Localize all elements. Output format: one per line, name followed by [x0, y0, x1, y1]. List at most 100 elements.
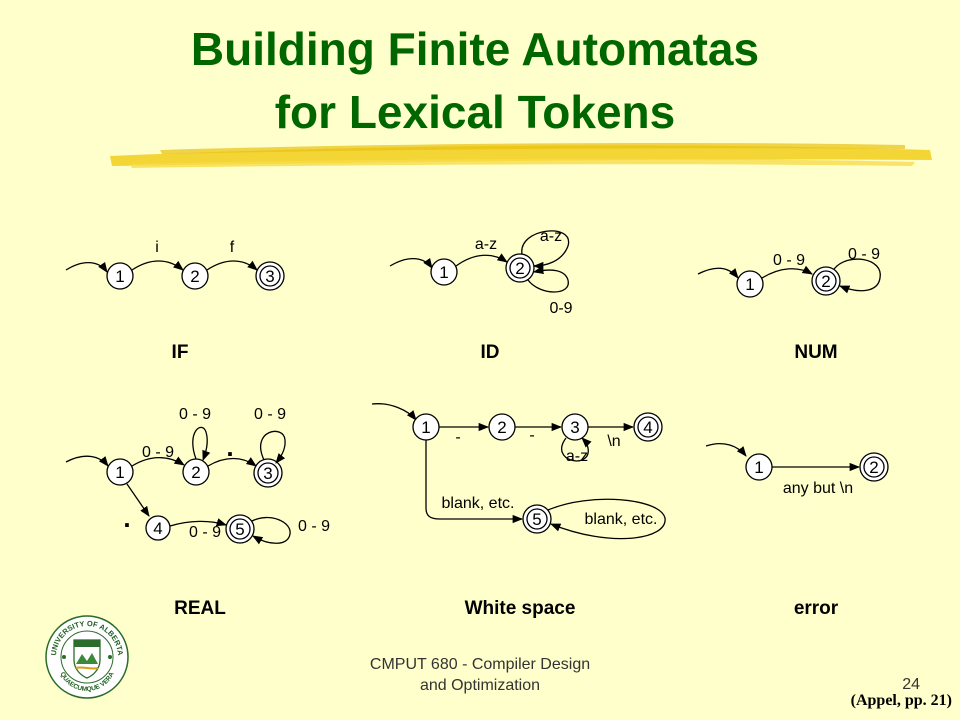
transition-label: 0 - 9 — [254, 406, 286, 423]
self-loop — [561, 437, 592, 462]
automaton-caption: IF — [172, 342, 189, 363]
start-arrow — [65, 261, 108, 273]
self-loop — [251, 516, 291, 545]
automaton-real: 1 2 3 4 5 0 - 9 0 - 9 . 0 - 9 . 0 - 9 0 … — [65, 406, 330, 619]
transition-edge — [126, 483, 150, 517]
automaton-if: 1 2 3 i f IF — [65, 239, 285, 363]
state-label: 2 — [191, 463, 200, 482]
accepting-state-ring — [863, 456, 885, 478]
transition-label: - — [455, 429, 460, 446]
automaton-error: 1 2 any but \n error — [705, 442, 889, 619]
transition-label: 0 - 9 — [298, 518, 330, 535]
state-label: 3 — [263, 464, 272, 483]
state-label: 1 — [439, 263, 448, 282]
transition-label: a-z — [540, 228, 562, 245]
state-label: 4 — [153, 519, 162, 538]
transition-edge — [131, 456, 185, 467]
self-loop — [521, 230, 570, 271]
transition-label: 0 - 9 — [142, 444, 174, 461]
state-label: 1 — [115, 267, 124, 286]
automaton-caption: NUM — [794, 342, 837, 363]
self-loop — [547, 498, 666, 540]
transition-edge — [169, 518, 227, 527]
automaton-caption: REAL — [174, 598, 226, 619]
state-label: 4 — [643, 418, 652, 437]
self-loop — [260, 430, 286, 464]
automaton-caption: error — [794, 598, 839, 619]
transition-edge — [207, 457, 257, 467]
state-label: 5 — [532, 510, 541, 529]
transition-label: 0 - 9 — [848, 246, 880, 263]
transition-edge — [455, 253, 508, 267]
self-loop — [527, 265, 569, 293]
state-node — [145, 515, 171, 541]
state-label: 2 — [821, 272, 830, 291]
automaton-num: 1 2 0 - 9 0 - 9 NUM — [697, 246, 881, 363]
state-node — [736, 270, 764, 298]
transition-edge — [206, 260, 258, 271]
title-underline — [110, 142, 932, 168]
automaton-id: 1 2 a-z a-z 0-9 ID — [389, 228, 573, 363]
state-node — [106, 262, 134, 290]
transition-label: 0 - 9 — [773, 252, 805, 269]
accepting-state-ring — [526, 508, 548, 530]
state-label: 2 — [515, 259, 524, 278]
state-label: 2 — [869, 458, 878, 477]
transition-label: a-z — [475, 236, 497, 253]
slide-title-line-2: for Lexical Tokens — [274, 86, 676, 138]
transition-label: \n — [607, 433, 620, 450]
state-node — [430, 258, 458, 286]
course-subtitle: and Optimization — [419, 677, 541, 694]
state-label: 2 — [190, 267, 199, 286]
accepting-state-ring — [229, 518, 251, 540]
transition-label: blank, etc. — [442, 495, 515, 512]
state-label: 1 — [754, 458, 763, 477]
accepting-state-ring — [257, 462, 279, 484]
slide-title: Building Finite Automatas for Lexical To… — [60, 18, 890, 144]
transition-label: blank, etc. — [585, 511, 658, 528]
accepting-state-ring — [509, 257, 531, 279]
university-of-alberta-seal-icon: UNIVERSITY OF ALBERTA QUAECUMQUE VERA — [45, 615, 129, 699]
transition-label: . — [226, 432, 233, 462]
self-loop — [833, 258, 881, 294]
state-label: 3 — [265, 267, 274, 286]
transition-label: 0 - 9 — [189, 524, 221, 541]
transition-edge — [761, 265, 813, 279]
accepting-state-ring — [259, 265, 281, 287]
transition-edge — [131, 260, 184, 271]
slide-title-line-1: Building Finite Automatas — [190, 23, 760, 75]
automaton-caption: ID — [481, 342, 500, 363]
transition-label: 0 - 9 — [179, 406, 211, 423]
automaton-whitespace: 1 2 3 4 5 - - a-z \n blank, etc. blank, … — [371, 403, 666, 619]
automaton-caption: White space — [465, 598, 576, 619]
state-node — [181, 262, 209, 290]
transition-label: 0-9 — [549, 300, 572, 317]
accepting-state-ring — [815, 270, 837, 292]
transition-label: any but \n — [783, 480, 853, 497]
page-number: 24 — [902, 676, 920, 693]
state-label: 2 — [497, 418, 506, 437]
transition-label: a-z — [566, 448, 588, 465]
start-arrow — [65, 455, 109, 467]
state-label: 1 — [745, 275, 754, 294]
self-loop — [192, 426, 211, 461]
citation: (Appel, pp. 21) — [850, 692, 952, 709]
course-title: CMPUT 680 - Compiler Design — [369, 656, 591, 673]
start-arrow — [371, 403, 417, 421]
transition-label: . — [123, 503, 130, 533]
transition-label: - — [529, 427, 534, 444]
state-label: 1 — [421, 418, 430, 437]
state-label: 3 — [570, 418, 579, 437]
start-arrow — [389, 257, 433, 269]
start-arrow — [697, 267, 739, 279]
slide-footer: CMPUT 680 - Compiler Design and Optimiza… — [320, 654, 640, 696]
transition-edge — [425, 440, 524, 524]
state-label: 1 — [115, 463, 124, 482]
start-arrow — [705, 442, 747, 457]
accepting-state-ring — [637, 416, 659, 438]
transition-label: f — [230, 239, 235, 256]
transition-label: i — [155, 239, 159, 256]
state-node — [106, 458, 134, 486]
